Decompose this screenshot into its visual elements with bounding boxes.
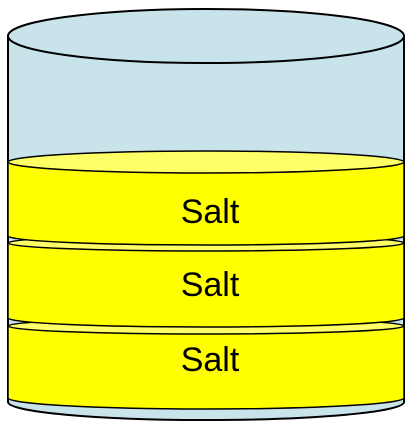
salt-layer-2-body	[7, 242, 405, 328]
salt-layer-3: Salt	[7, 317, 405, 410]
salt-layer-1: Salt	[7, 150, 405, 246]
salt-layer-1-top	[7, 150, 405, 174]
container-rim	[7, 8, 405, 64]
salt-layer-1-body	[7, 161, 405, 246]
salt-layer-3-label: Salt	[181, 341, 240, 379]
salt-layer-1-label: Salt	[181, 193, 240, 231]
salt-layer-2-label: Salt	[181, 266, 240, 304]
salt-layer-3-body	[7, 325, 405, 410]
salt-layer-2: Salt	[7, 234, 405, 328]
